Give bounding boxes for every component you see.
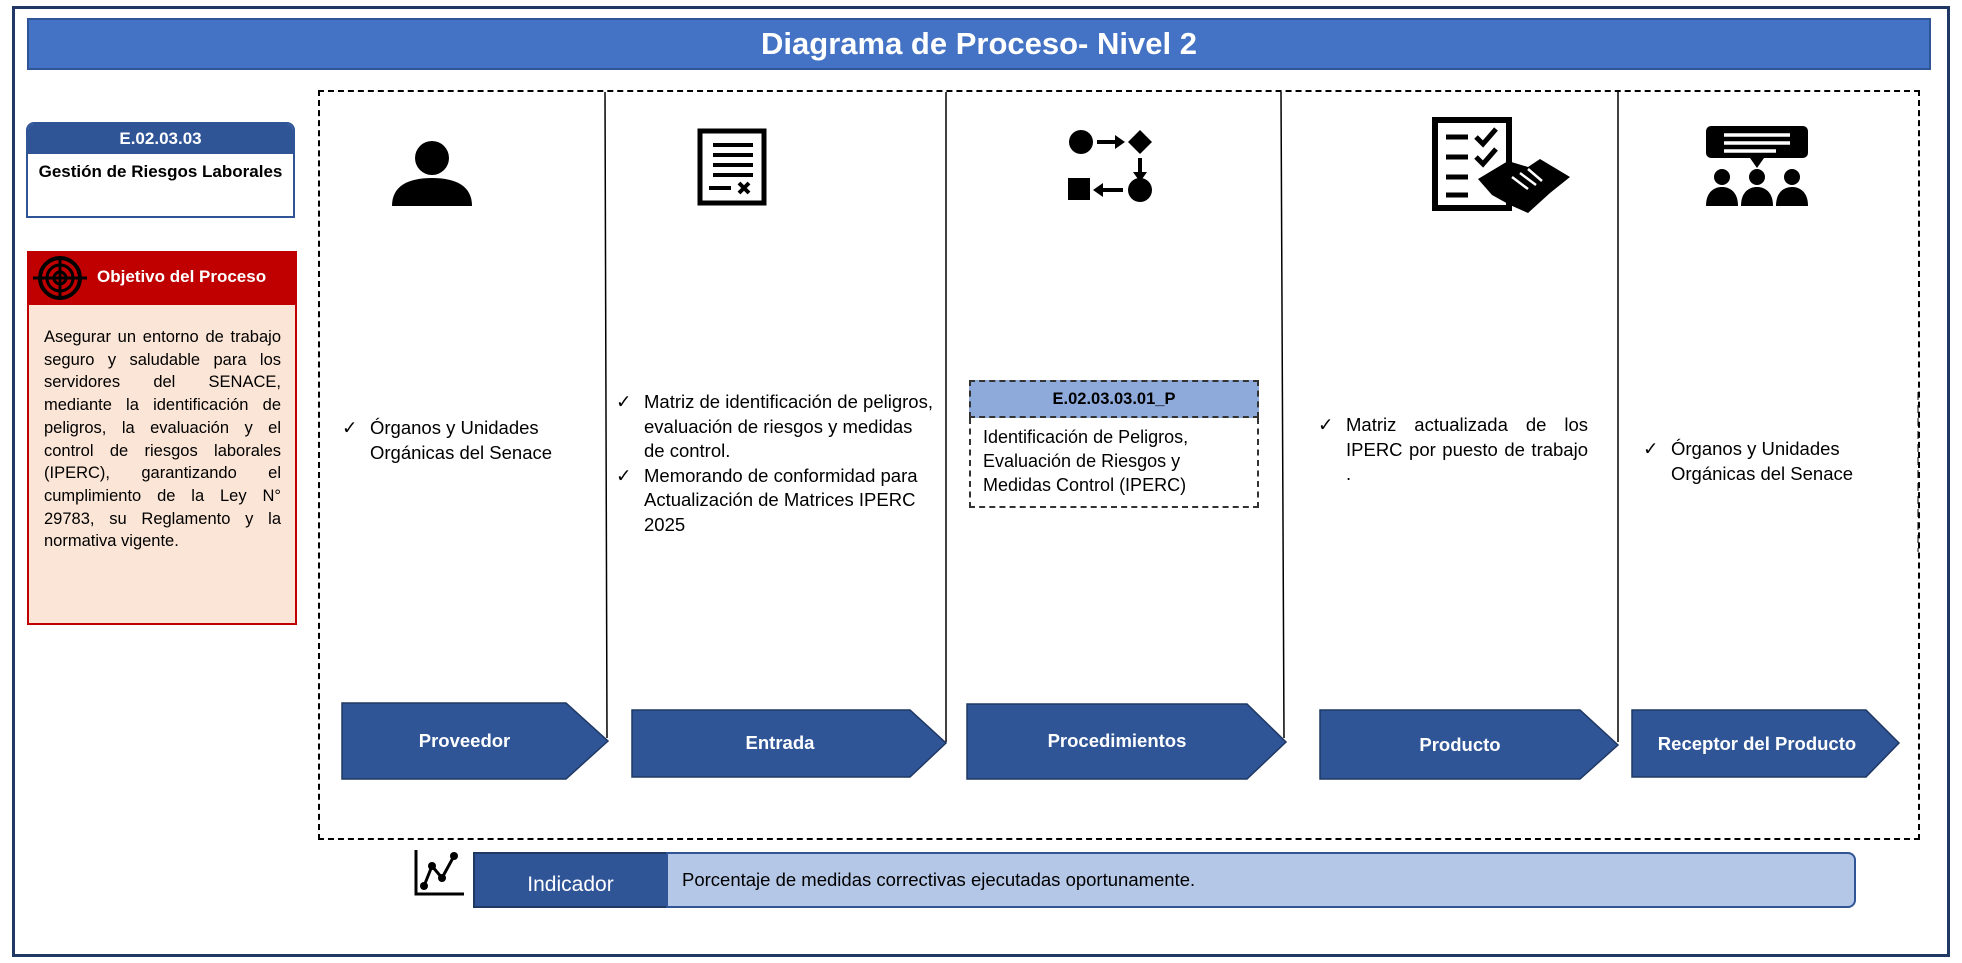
list-item: ✓Memorando de conformidad para Actualiza… [616,464,918,535]
procedure-code[interactable]: E.02.03.03.01_P [969,380,1259,418]
procedimientos-label: Procedimientos [1047,730,1187,751]
group-chat-icon [1704,124,1810,211]
producto-items: ✓Matriz actualizada de los IPERC por pue… [1318,413,1588,487]
document-icon [697,128,769,211]
objective-header: Objetivo del Proceso [27,251,297,305]
proveedor-items: ✓Órganos y Unidades Orgánicas del Senace [342,416,567,465]
entrada-items: ✓Matriz de identificación de peligros, e… [616,390,938,537]
page-frame [12,6,1950,957]
receptor-label: Receptor del Producto [1657,733,1857,754]
proveedor-arrow [341,702,610,780]
flow-process-icon [1065,128,1155,209]
person-icon [390,140,474,211]
entrada-arrow [631,709,948,778]
checklist-handshake-icon [1432,117,1572,222]
target-icon [31,255,89,306]
proveedor-label: Proveedor [418,730,511,751]
process-container [318,90,1920,840]
producto-label: Producto [1419,734,1501,755]
indicator-label: Indicador [473,852,668,908]
line-chart-icon [412,848,466,903]
page-title: Diagrama de Proceso- Nivel 2 [27,18,1931,70]
indicator-value: Porcentaje de medidas correctivas ejecut… [666,852,1856,908]
checkmark-icon: ✓ [342,417,358,438]
checkmark-icon: ✓ [616,391,632,412]
list-item: ✓Órganos y Unidades Orgánicas del Senace [1643,438,1854,484]
list-item: ✓Matriz de identificación de peligros, e… [616,391,933,461]
process-code-box: E.02.03.03 Gestión de Riesgos Laborales [26,122,295,218]
process-code: E.02.03.03 [28,124,293,154]
objective-title: Objetivo del Proceso [97,267,267,286]
producto-arrow [1319,709,1620,780]
procedure-description: Identificación de Peligros, Evaluación d… [969,418,1259,508]
checkmark-icon: ✓ [1643,438,1659,459]
procedimientos-arrow [966,703,1288,780]
checkmark-icon: ✓ [1318,414,1334,435]
divider-line [1280,91,1285,739]
process-name: Gestión de Riesgos Laborales [38,162,283,181]
entrada-label: Entrada [745,732,815,753]
receptor-items: ✓Órganos y Unidades Orgánicas del Senace [1643,437,1879,486]
receptor-arrow [1631,709,1901,778]
divider-line [604,91,608,739]
objective-text: Asegurar un entorno de trabajo seguro y … [27,305,297,625]
list-item: ✓Matriz actualizada de los IPERC por pue… [1318,414,1588,484]
checkmark-icon: ✓ [616,464,632,486]
list-item: ✓Órganos y Unidades Orgánicas del Senace [342,417,553,463]
